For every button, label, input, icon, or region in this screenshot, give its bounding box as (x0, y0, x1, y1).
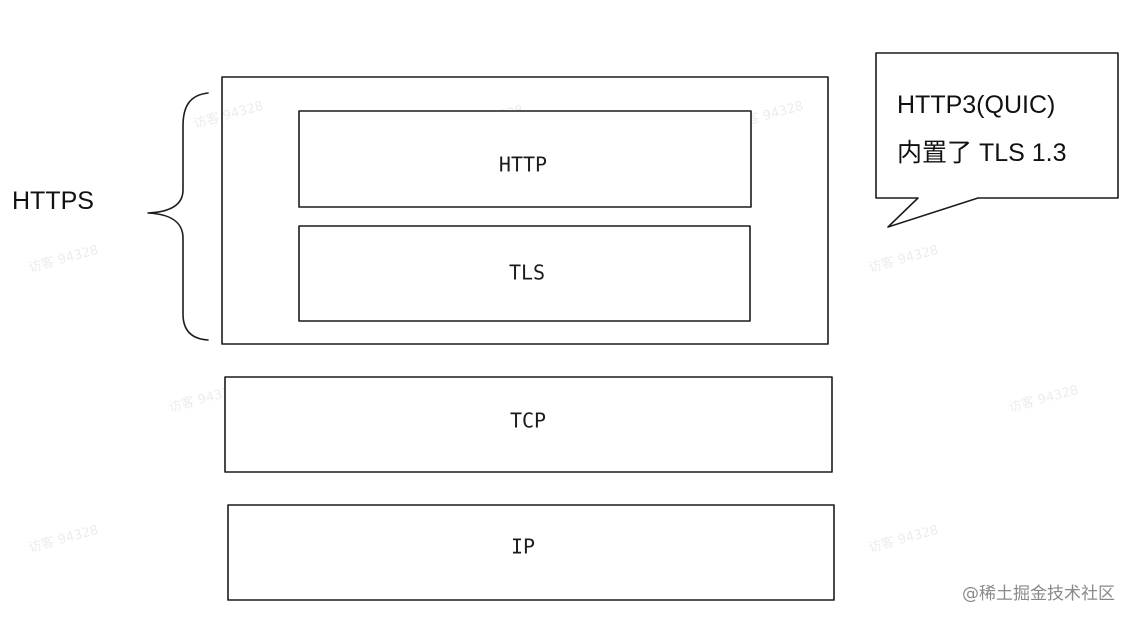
tls-box (298, 225, 751, 322)
watermark-tile: 访客 94328 (867, 522, 940, 556)
watermark-tile: 访客 94328 (1007, 382, 1080, 416)
http-box (298, 110, 752, 208)
https-label: HTTPS (12, 187, 94, 215)
http-label: HTTP (499, 153, 547, 177)
corner-watermark: @稀土掘金技术社区 (962, 584, 1115, 604)
callout-line-2: 内置了 TLS 1.3 (897, 139, 1067, 167)
https-brace (147, 92, 209, 341)
ip-layer: IP (227, 504, 835, 601)
callout-bubble (875, 52, 1119, 228)
tcp-layer: TCP (224, 376, 833, 473)
watermark-tile: 访客 94328 (27, 522, 100, 556)
watermark-tile: 访客 94328 (867, 242, 940, 276)
quic-callout: HTTP3(QUIC) 内置了 TLS 1.3 (875, 52, 1119, 228)
tls-layer: TLS (298, 225, 751, 322)
http-layer: HTTP (298, 110, 752, 208)
ip-label: IP (511, 535, 535, 559)
ip-box (227, 504, 835, 601)
tcp-box (224, 376, 833, 473)
https-container-box (221, 76, 829, 345)
tcp-label: TCP (510, 409, 546, 433)
tls-label: TLS (509, 261, 545, 285)
watermark-tile: 访客 94328 (192, 98, 265, 132)
callout-line-1: HTTP3(QUIC) (897, 91, 1055, 119)
watermark-tile: 访客 94328 (27, 242, 100, 276)
